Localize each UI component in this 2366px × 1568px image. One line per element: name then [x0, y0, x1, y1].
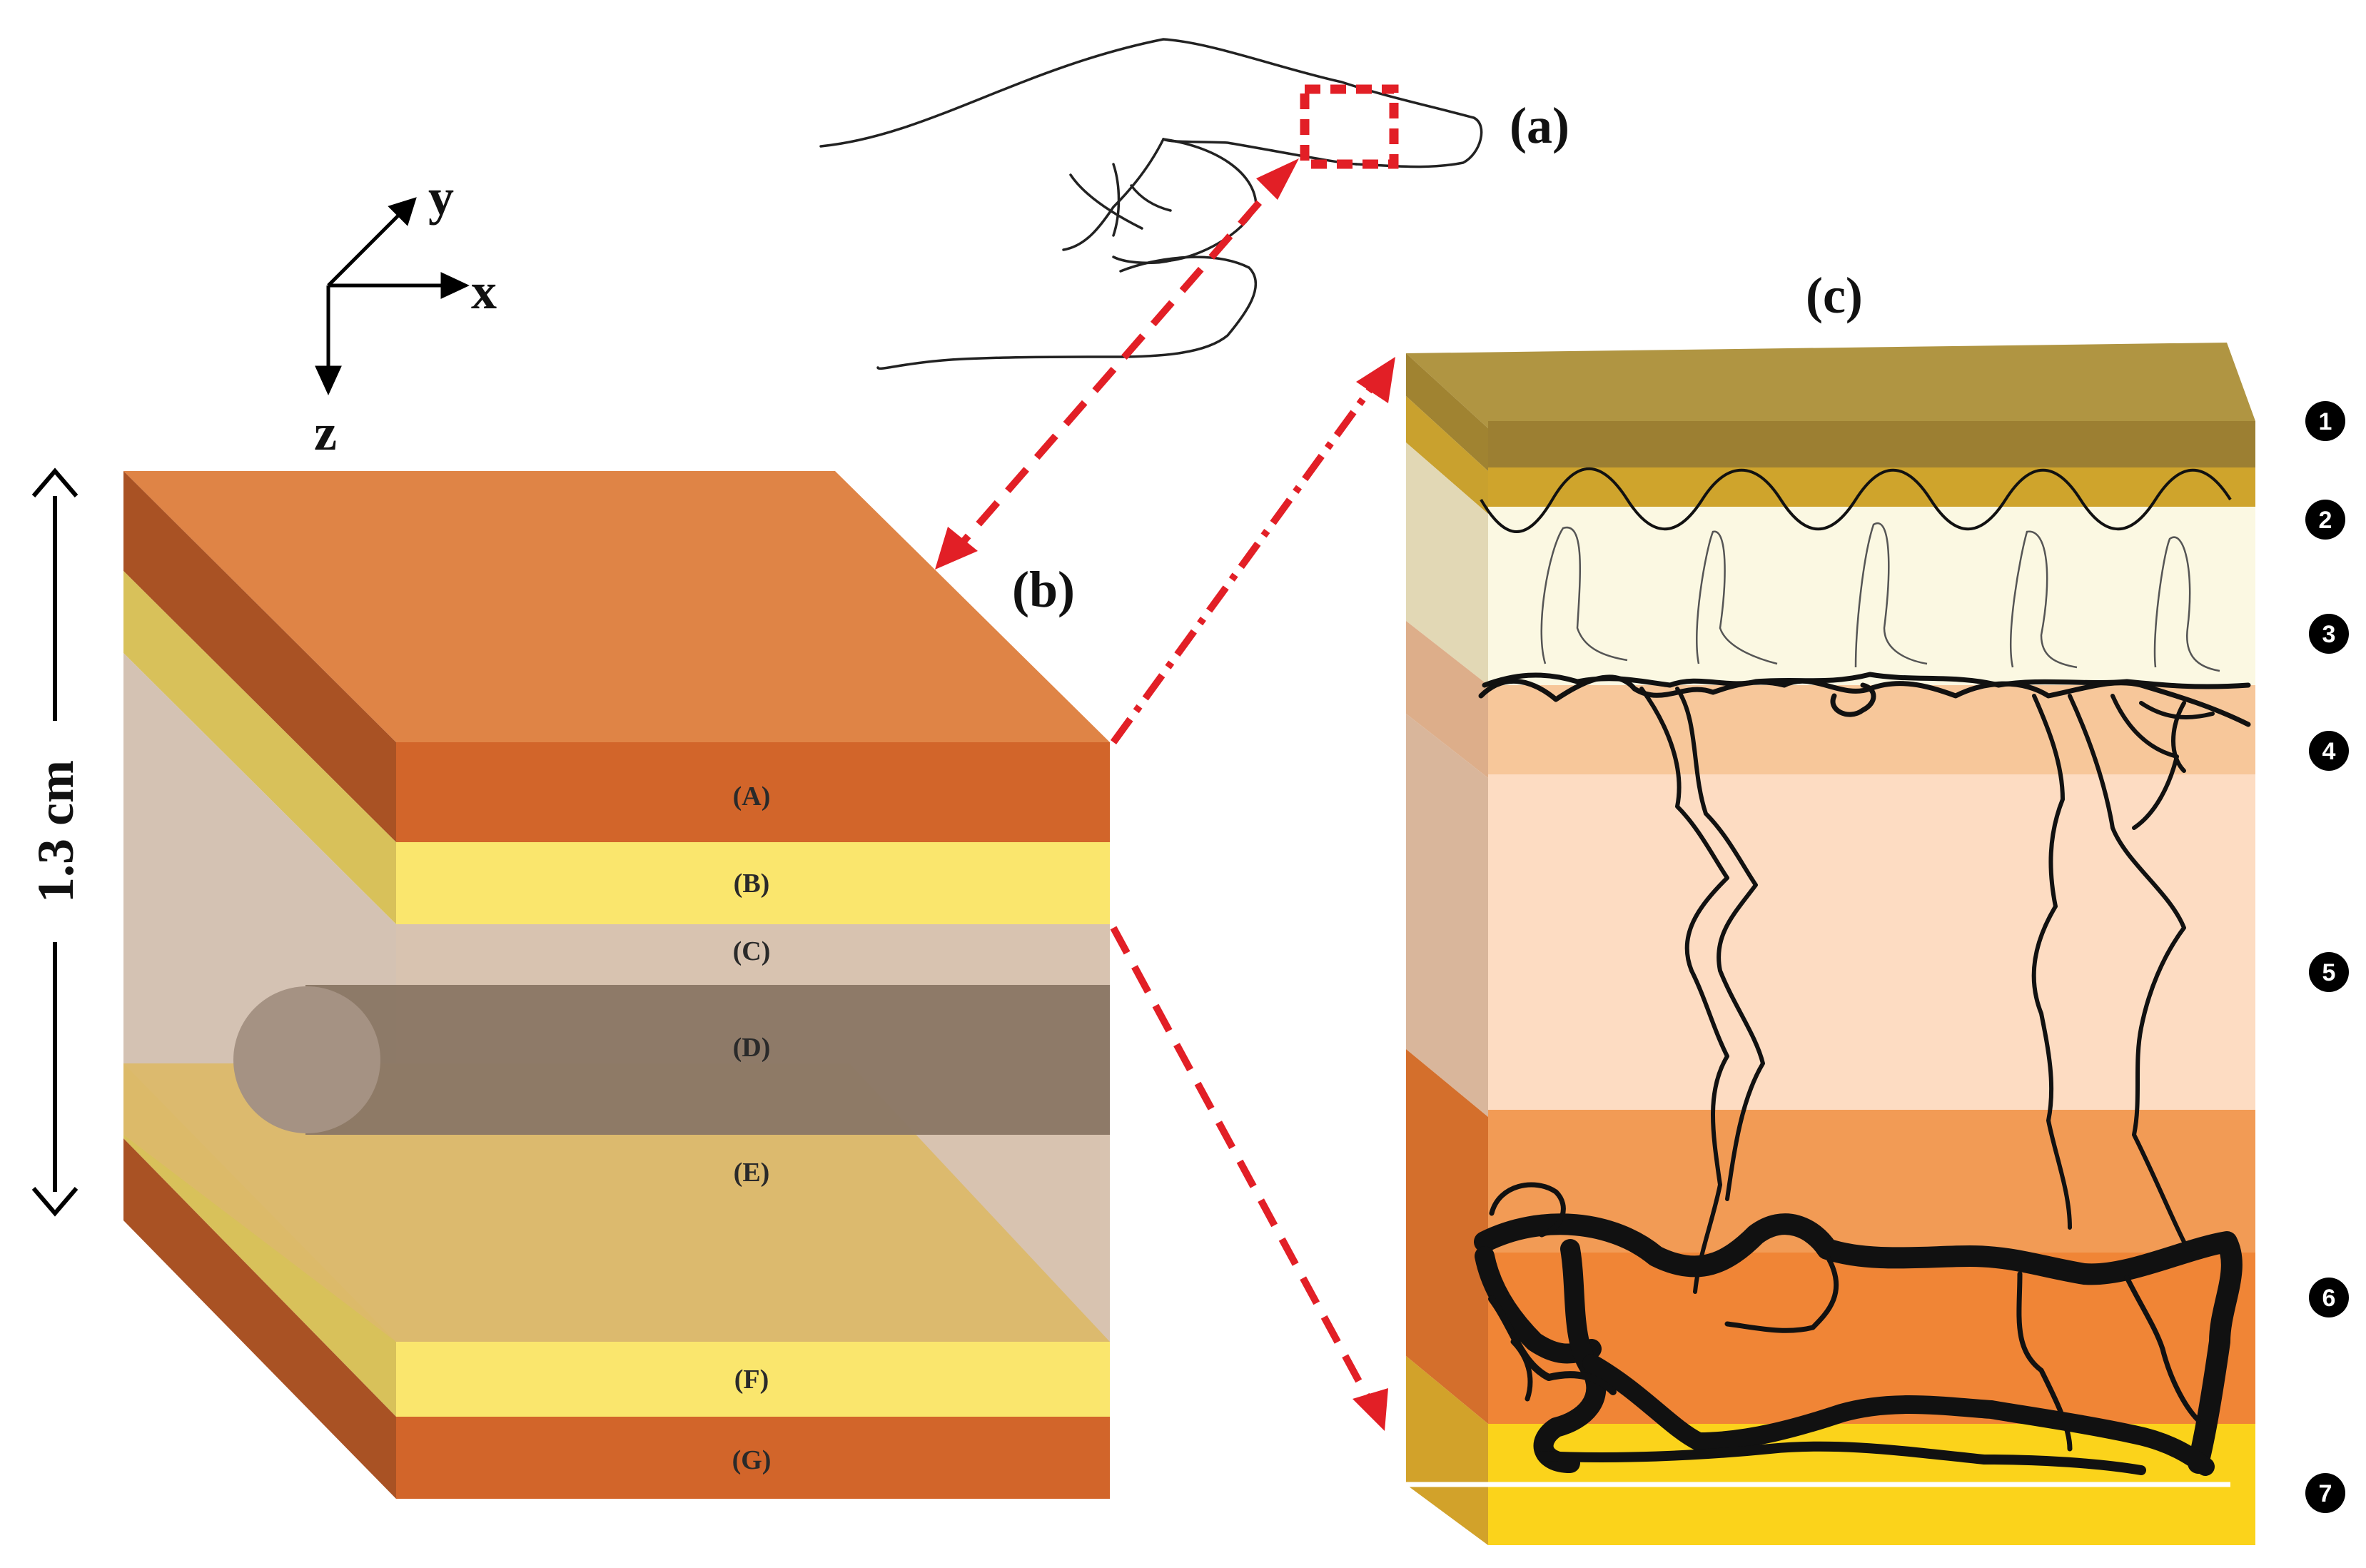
front-layer-C [396, 924, 1110, 985]
marker-2: 2 [2305, 500, 2345, 540]
layer-label-A: (A) [733, 782, 771, 811]
svg-text:2: 2 [2319, 507, 2332, 534]
deep-plexus [1474, 1182, 2243, 1476]
front-layer-G [396, 1417, 1110, 1499]
junction-wave [1480, 467, 2232, 533]
skin-layer-3 [1488, 507, 2255, 685]
marker-4: 4 [2309, 731, 2349, 771]
side-layer-G [123, 1138, 396, 1499]
skin-layer-5 [1488, 774, 2255, 1110]
skin-side-4 [1406, 621, 1488, 778]
front-layer-F [396, 1342, 1110, 1417]
svg-text:6: 6 [2322, 1285, 2336, 1312]
skin-side-1 [1406, 353, 1488, 471]
arrow-block-top-to-skin [1110, 357, 1395, 744]
front-layer-A [396, 742, 1110, 842]
axis-y-label: y [428, 168, 454, 226]
skin-layer-1 [1488, 421, 2255, 467]
axis-z-label: z [314, 404, 337, 461]
vessel-cylinder-end [233, 986, 380, 1133]
svg-text:4: 4 [2322, 738, 2336, 765]
dermal-papillae [1540, 522, 2220, 672]
finger-sketch [819, 38, 1483, 370]
layer-label-C: (C) [733, 936, 771, 966]
marker-6: 6 [2309, 1278, 2349, 1317]
marker-1: 1 [2305, 401, 2345, 441]
side-layer-B [123, 571, 396, 924]
scale-bar [31, 467, 79, 1217]
marker-7: 7 [2305, 1473, 2345, 1513]
svg-text:7: 7 [2319, 1480, 2332, 1507]
block-top-face [123, 471, 1110, 742]
skin-top-face [1406, 343, 2255, 428]
svg-text:5: 5 [2322, 959, 2336, 986]
svg-text:1: 1 [2319, 408, 2332, 435]
skin-side-2 [1406, 396, 1488, 514]
skin-side-5 [1406, 714, 1488, 1117]
skin-layer-2 [1488, 467, 2255, 507]
arrow-block-bottom-to-skin [1110, 926, 1388, 1431]
layer-label-B: (B) [734, 869, 770, 899]
svg-text:3: 3 [2322, 621, 2336, 648]
scale-bar-label: 1.3 cm [27, 760, 84, 903]
fingertip-selection-box [1300, 84, 1399, 169]
panel-b-label: (b) [1012, 561, 1075, 618]
skin-layer-markers: 1 2 3 4 5 6 7 [2305, 401, 2349, 1513]
layer-label-D: (D) [733, 1033, 771, 1063]
vessel-cylinder-body [305, 985, 1110, 1135]
layer-label-F: (F) [734, 1365, 769, 1395]
layer-label-G: (G) [732, 1445, 772, 1475]
panel-c-label: (c) [1806, 267, 1863, 324]
panel-a-label: (a) [1510, 97, 1569, 154]
connecting-vessels [1639, 687, 2215, 1294]
marker-5: 5 [2309, 952, 2349, 992]
side-layer-A [123, 471, 396, 842]
layer-label-E: (E) [734, 1158, 770, 1188]
skin-side-7 [1406, 1356, 1488, 1545]
axis-x-label: x [471, 263, 497, 320]
axes [315, 197, 470, 396]
skin-side-3 [1406, 442, 1488, 685]
marker-3: 3 [2309, 614, 2349, 654]
skin-section [1402, 343, 2255, 1545]
front-layer-B [396, 842, 1110, 924]
layered-block [123, 471, 1110, 1499]
superficial-plexus [1478, 672, 2251, 727]
arrow-finger-to-block [935, 158, 1299, 570]
skin-side-6 [1406, 1049, 1488, 1424]
